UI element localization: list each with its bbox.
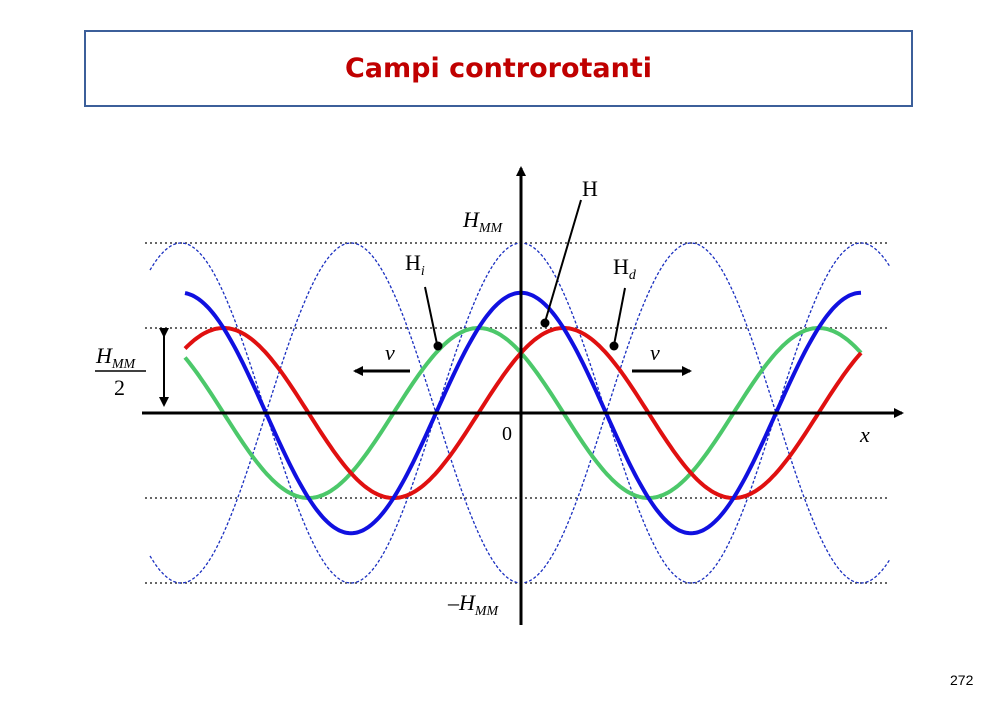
origin-label: 0 [502,423,512,445]
h-i-callout-line [424,286,438,345]
half-amplitude-label: HMM 2 [95,343,146,400]
svg-text:HMM: HMM [95,343,137,372]
h-callout-line [544,199,582,323]
hmm-top-label: HMM [462,207,504,236]
callouts [424,199,626,346]
h-total-label: H [582,176,598,201]
h-total-curve [184,290,862,536]
h-d-curve [183,326,863,500]
h-d-label: Hd [613,254,637,283]
hmm-bottom-label: –HMM [447,590,500,619]
slide-title: Campi controrotanti [344,53,653,84]
page-number: 272 [950,672,974,688]
velocity-right-label: v [650,340,660,365]
h-i-curve [183,326,863,500]
velocity-left-label: v [385,340,395,365]
h-callout-dot [540,318,550,328]
title-box: Campi controrotanti [84,30,913,107]
h-d-callout-dot [609,341,619,351]
h-i-callout-dot [433,341,443,351]
svg-text:2: 2 [114,375,125,400]
h-i-label: Hi [405,250,425,279]
h-d-callout-line [613,287,626,346]
x-axis-label: x [859,422,870,447]
